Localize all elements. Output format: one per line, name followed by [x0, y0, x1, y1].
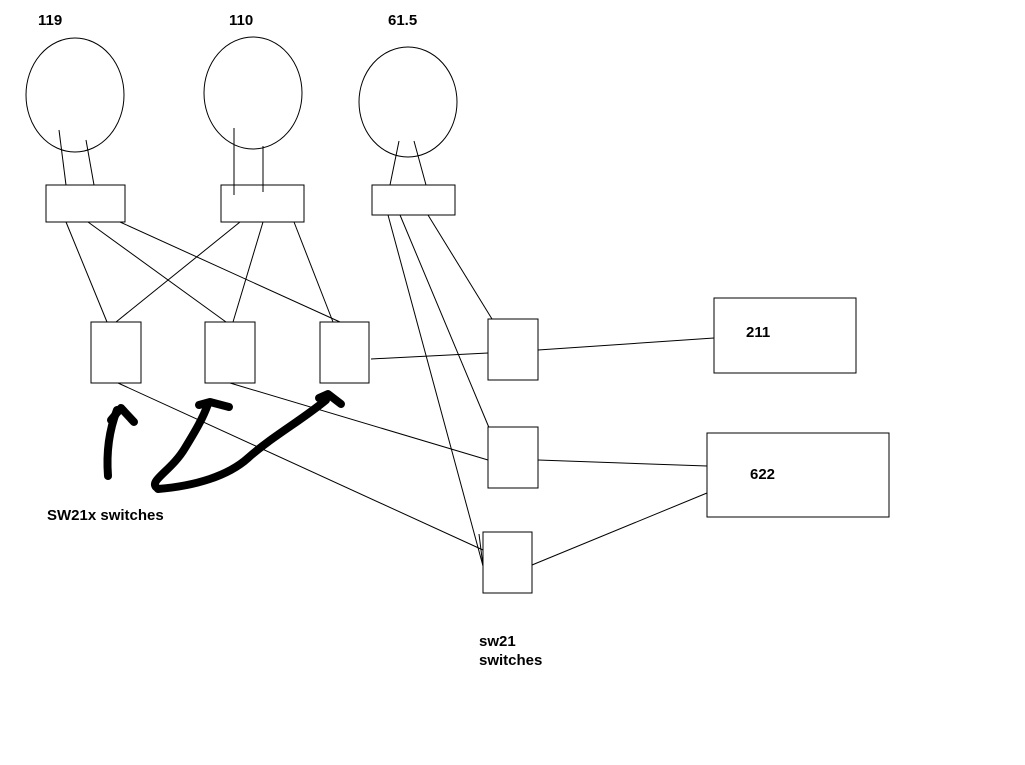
link-line: [117, 382, 484, 551]
arrow-head: [195, 398, 233, 411]
storage-node-110: 110: [203, 12, 303, 150]
sw21x-switches: [90, 321, 370, 384]
sw21x-switch: [204, 321, 256, 384]
link-line: [387, 214, 484, 567]
link-line: [389, 140, 400, 186]
sw21x-switch: [90, 321, 142, 384]
annotation-arrows: [103, 390, 345, 493]
storage-circle: [358, 46, 458, 158]
link-line: [87, 221, 227, 323]
storage-label: 61.5: [388, 12, 417, 29]
arrow-head: [107, 404, 138, 426]
controller-inner-links: [233, 185, 264, 195]
storage-node-61-5: 61.5: [358, 12, 458, 158]
sw21-inner-links: [478, 533, 484, 567]
controller-box: [45, 184, 126, 223]
fabric-links: [65, 214, 715, 567]
link-line: [115, 221, 241, 323]
link-line: [229, 382, 489, 461]
host-box: [706, 432, 890, 518]
link-line: [531, 492, 708, 566]
sw21-switch: [482, 531, 533, 594]
link-line: [58, 129, 67, 186]
arrow-head: [315, 390, 345, 408]
link-line: [119, 221, 341, 323]
link-line: [537, 337, 715, 351]
link-line: [427, 214, 493, 320]
link-line: [85, 139, 95, 186]
link-line: [370, 352, 489, 360]
arrow-stroke: [154, 396, 330, 493]
link-line: [537, 459, 708, 467]
link-line: [293, 221, 334, 323]
sw21-switch: [487, 426, 539, 489]
link-line: [478, 533, 484, 567]
host-label: 211: [746, 324, 770, 341]
link-line: [232, 221, 264, 323]
storage-circle: [203, 36, 303, 150]
link-line: [413, 140, 427, 186]
sw21-switches: [482, 318, 539, 594]
host-box: [713, 297, 857, 374]
circle-controller-links: [58, 128, 427, 195]
controller-box: [371, 184, 456, 216]
storage-node-119: 119: [25, 12, 125, 153]
storage-label: 119: [38, 12, 62, 29]
sw21-switch: [487, 318, 539, 381]
host-label: 622: [750, 466, 775, 483]
link-line: [65, 221, 108, 323]
controllers: [45, 184, 456, 223]
link-line: [399, 214, 491, 431]
arrow-stroke: [150, 400, 212, 491]
storage-circle: [25, 37, 125, 153]
sw21x-switch: [319, 321, 370, 384]
sw21-annotation-line1: sw21: [479, 633, 516, 650]
host-622: 622: [706, 432, 890, 518]
sw21x-annotation: SW21x switches: [47, 507, 164, 524]
storage-label: 110: [229, 12, 253, 29]
sw21-annotation-line2: switches: [479, 652, 542, 669]
host-211: 211: [713, 297, 857, 374]
